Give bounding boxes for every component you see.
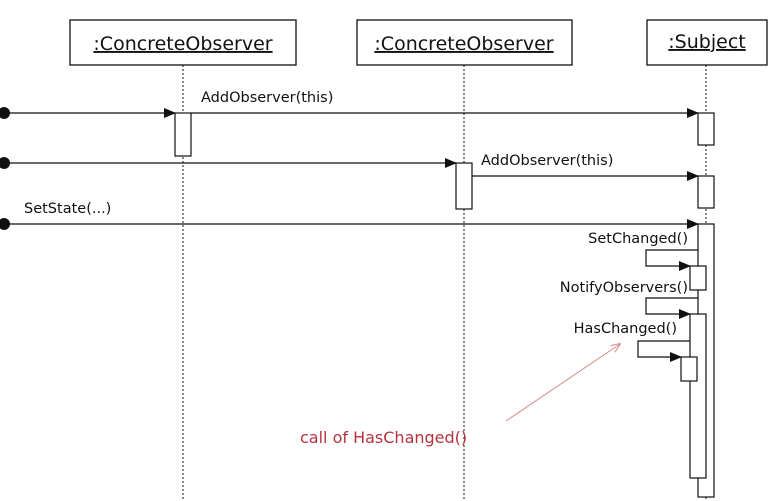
message-label: HasChanged()	[574, 321, 677, 337]
activation-subject-notify	[689, 313, 707, 479]
message-label: SetChanged()	[588, 231, 688, 247]
message-add-observer-2: AddObserver(this)	[10, 153, 699, 181]
participant-label: :ConcreteObserver	[93, 33, 272, 55]
found-message-dot	[0, 107, 10, 119]
message-label: AddObserver(this)	[201, 90, 333, 106]
activation-observer-b	[455, 162, 473, 210]
activation-subject-1	[697, 112, 715, 146]
message-label: NotifyObservers()	[560, 280, 688, 296]
activation-subject-set-changed	[689, 265, 707, 291]
participant-label: :Subject	[668, 31, 745, 53]
message-set-changed: SetChanged()	[588, 231, 698, 271]
participant-label: :ConcreteObserver	[374, 33, 553, 55]
annotation-text: call of HasChanged()	[300, 428, 467, 447]
participant-subject: :Subject	[646, 19, 768, 66]
activation-subject-has-changed	[680, 356, 698, 382]
participant-concrete-observer-b: :ConcreteObserver	[356, 19, 573, 66]
message-label: AddObserver(this)	[481, 153, 613, 169]
participant-concrete-observer-a: :ConcreteObserver	[69, 19, 297, 66]
found-message-dot	[0, 218, 10, 230]
message-has-changed: HasChanged()	[574, 321, 690, 362]
message-notify-observers: NotifyObservers()	[560, 280, 698, 319]
message-add-observer-1: AddObserver(this)	[10, 90, 699, 118]
activation-subject-2	[697, 175, 715, 209]
activation-observer-a	[174, 112, 192, 157]
annotation-arrow	[505, 344, 620, 422]
annotation-has-changed: call of HasChanged()	[300, 344, 620, 447]
found-message-dot	[0, 157, 10, 169]
message-label: SetState(...)	[24, 201, 111, 217]
message-set-state: SetState(...)	[10, 201, 699, 229]
